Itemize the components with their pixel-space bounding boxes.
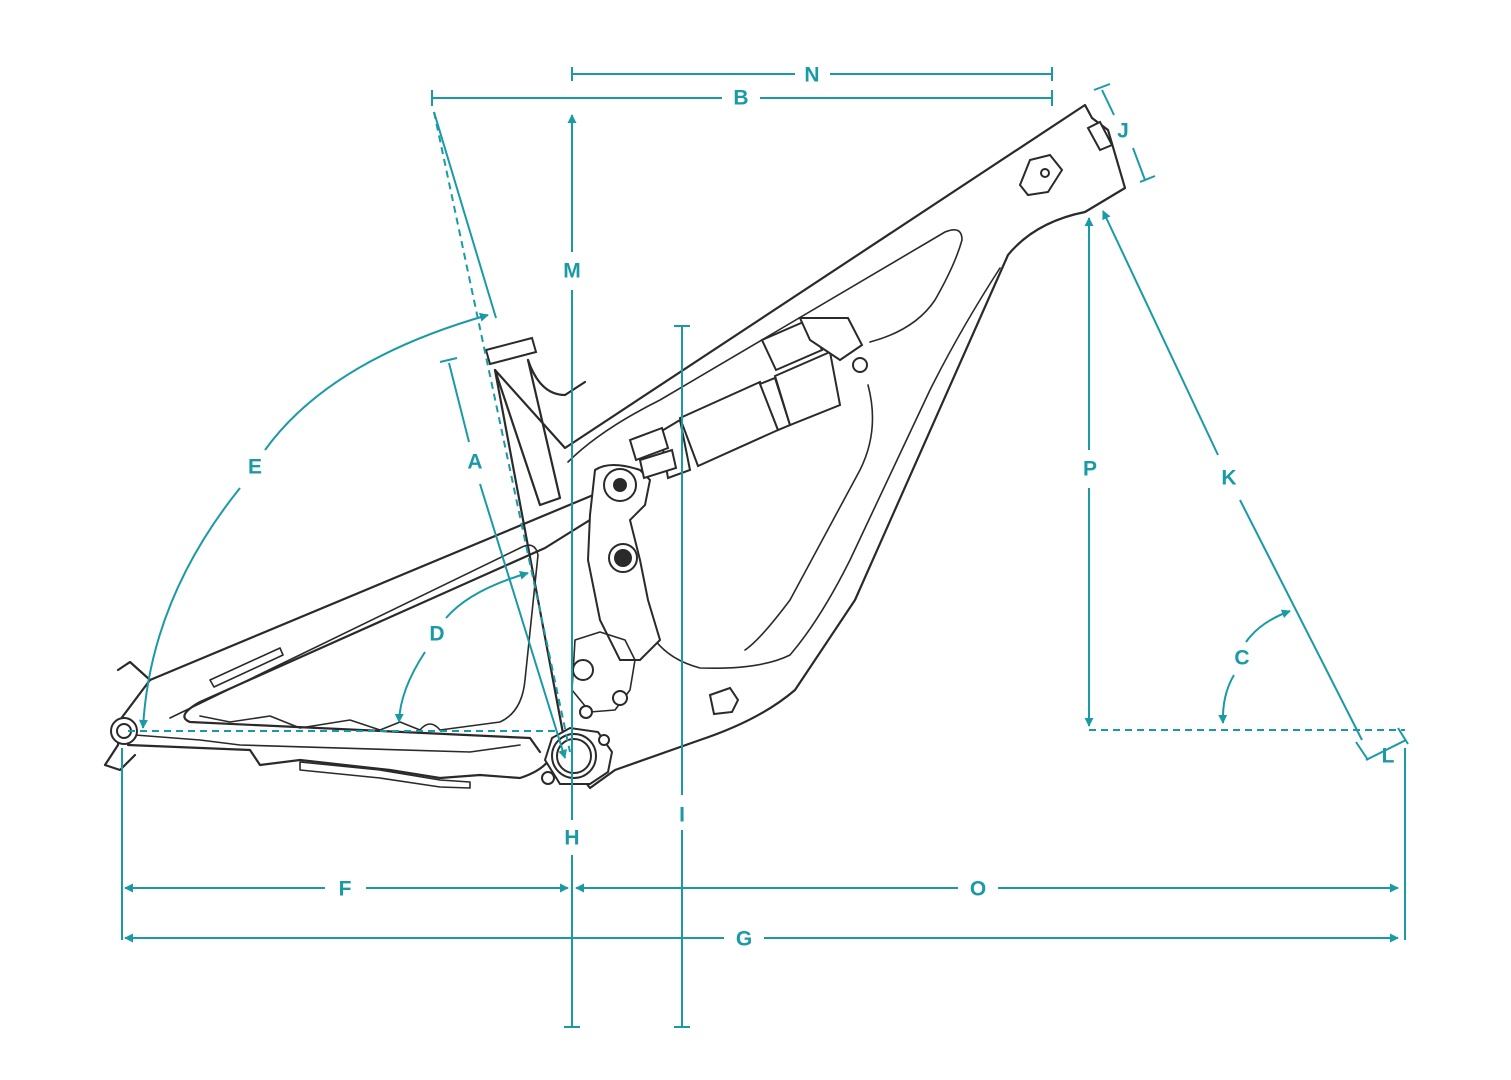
bike-frame	[103, 103, 1127, 790]
chain-stay-slot	[299, 761, 471, 789]
seat-angle-reference	[128, 111, 571, 753]
dimension-i	[674, 325, 690, 1028]
down-tube-inner-line	[654, 267, 1001, 670]
seat-tube-lower	[526, 358, 587, 397]
dimension-d	[394, 570, 529, 723]
label-l: L	[1382, 745, 1395, 768]
bottom-bracket	[541, 726, 614, 785]
dimension-j	[1093, 83, 1156, 183]
dimension-n	[571, 67, 1053, 81]
rear-axle	[110, 717, 138, 745]
label-a: A	[467, 451, 482, 474]
dimension-b	[431, 90, 1053, 106]
seat-tube	[493, 358, 562, 507]
dimension-labels: N B J M E A P K D C L I H F O G	[248, 64, 1395, 951]
dimension-a	[439, 357, 567, 759]
dimension-c	[1089, 609, 1405, 731]
label-k: K	[1221, 467, 1236, 490]
pivots	[572, 357, 868, 719]
top-tube-inner-line	[567, 229, 963, 463]
headset-top	[1086, 120, 1114, 152]
front-triangle-outline	[493, 103, 1127, 790]
extension-lines	[121, 748, 1406, 940]
label-g: G	[736, 928, 752, 951]
rear-shock	[628, 317, 864, 480]
label-j: J	[1117, 120, 1129, 143]
shock-tunnel-line	[744, 384, 874, 651]
label-f: F	[339, 878, 352, 901]
label-c: C	[1234, 647, 1249, 670]
label-i: I	[679, 804, 685, 827]
seat-stay-slot	[209, 647, 284, 688]
dimension-k	[1102, 210, 1363, 741]
label-h: H	[564, 827, 579, 850]
label-b: B	[733, 87, 748, 110]
chain-stay-upper	[134, 734, 521, 753]
dimension-e	[138, 312, 489, 729]
dimension-annotations	[121, 67, 1409, 1028]
label-d: D	[429, 623, 444, 646]
label-o: O	[970, 878, 986, 901]
seat-clamp	[484, 336, 538, 366]
seat-stay-inner	[169, 544, 539, 731]
dimension-m	[564, 114, 580, 1028]
label-m: M	[563, 260, 581, 283]
lower-link	[571, 631, 636, 713]
cable-port	[708, 686, 740, 716]
dimension-l	[1355, 727, 1409, 761]
label-e: E	[248, 456, 262, 479]
label-p: P	[1083, 458, 1097, 481]
label-n: N	[804, 64, 819, 87]
